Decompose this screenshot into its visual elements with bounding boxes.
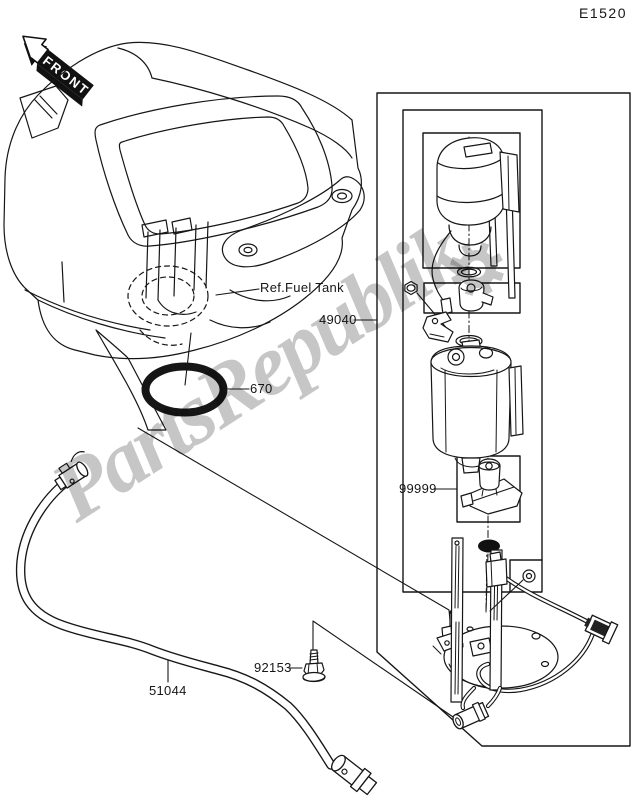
part-label-92153[interactable]: 92153 xyxy=(254,660,292,675)
fuel-tank-drawing xyxy=(3,41,365,431)
mounting-rails-drawing xyxy=(450,537,536,703)
regulator-99999-drawing xyxy=(460,458,523,515)
wire-connector-drawing xyxy=(584,614,619,645)
pump-body-drawing xyxy=(430,339,524,474)
hose-fitting-bottom xyxy=(330,754,378,796)
part-label-670[interactable]: 670 xyxy=(250,381,273,396)
leader-ref-fuel-tank xyxy=(215,288,260,296)
diagram-code: E1520 xyxy=(579,5,627,21)
ref-fuel-tank-label: Ref.Fuel Tank xyxy=(260,280,344,295)
pump-wiring-drawing xyxy=(476,573,619,694)
leader-lines xyxy=(137,288,458,720)
fuel-pump-assembly-drawing xyxy=(404,137,619,730)
bolt-drawing xyxy=(302,649,326,683)
small-o-ring-drawing xyxy=(478,539,500,553)
part-label-99999[interactable]: 99999 xyxy=(399,481,437,496)
front-arrow: FRONT xyxy=(22,35,94,107)
part-label-51044[interactable]: 51044 xyxy=(149,683,187,698)
placement-line-670 xyxy=(184,332,192,386)
fuel-hose-drawing xyxy=(15,451,378,796)
pump-head-drawing xyxy=(431,137,520,315)
small-parts-drawing xyxy=(404,266,494,348)
hose-fitting-top xyxy=(54,451,89,491)
part-label-49040[interactable]: 49040 xyxy=(319,312,357,327)
leader-92153-to-assembly xyxy=(312,620,457,720)
outlet-pipe-drawing xyxy=(452,685,503,730)
o-ring-670-drawing xyxy=(141,362,228,417)
leader-tank-to-flange xyxy=(137,427,454,653)
